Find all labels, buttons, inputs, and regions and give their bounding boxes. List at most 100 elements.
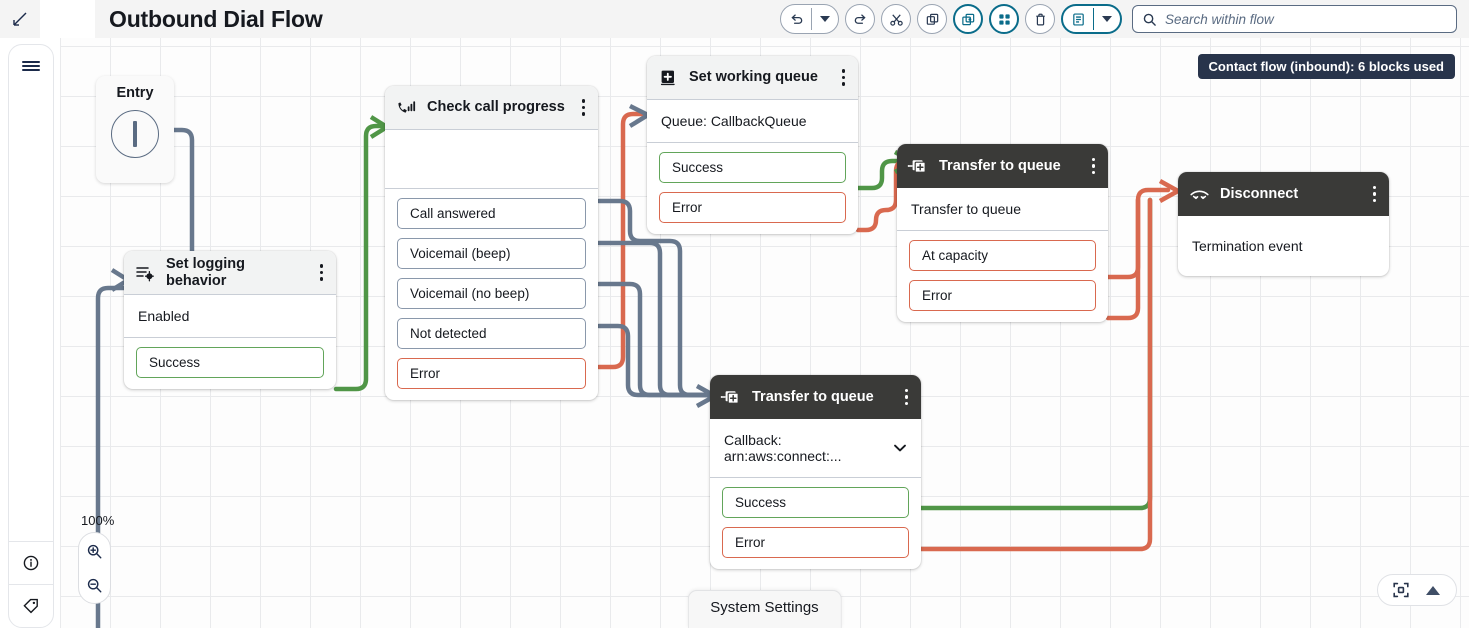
search-box[interactable] — [1132, 5, 1457, 33]
node-ports: Call answered Voicemail (beep) Voicemail… — [385, 188, 598, 400]
node-body-text: Enabled — [138, 308, 190, 324]
port-voicemail-beep[interactable]: Voicemail (beep) — [397, 238, 586, 269]
node-body: Callback: arn:aws:connect:... — [710, 419, 921, 477]
port-error[interactable]: Error — [397, 358, 586, 389]
transfer-to-queue-icon — [720, 388, 742, 406]
port-label: Voicemail (no beep) — [410, 286, 530, 301]
port-success[interactable]: Success — [722, 487, 909, 518]
cut-button[interactable] — [881, 4, 911, 34]
port-success[interactable]: Success — [136, 347, 324, 378]
copy-button[interactable] — [917, 4, 947, 34]
set-working-queue-icon — [657, 68, 679, 87]
trash-icon[interactable] — [1025, 4, 1055, 34]
app-header: Outbound Dial Flow — [0, 0, 1469, 38]
port-call-answered[interactable]: Call answered — [397, 198, 586, 229]
port-label: Success — [149, 355, 201, 370]
node-ports: Success Error — [647, 142, 858, 234]
port-error[interactable]: Error — [722, 527, 909, 558]
node-body: Transfer to queue — [897, 188, 1108, 230]
triangle-up-icon[interactable] — [1424, 584, 1442, 597]
edge-notdetected-to-transfer — [596, 323, 711, 398]
grid-apps-icon[interactable] — [989, 4, 1019, 34]
edge-transfertop-error-to-disconnect — [1105, 197, 1141, 321]
node-title: Check call progress — [427, 99, 565, 116]
node-title: Set logging behavior — [166, 255, 245, 289]
zoom-level-label: 100% — [81, 513, 115, 528]
edge-voicemailbeep-to-transfer — [596, 240, 711, 398]
fit-to-screen-icon[interactable] — [1392, 581, 1410, 599]
port-not-detected[interactable]: Not detected — [397, 318, 586, 349]
port-label: Call answered — [410, 206, 496, 221]
flow-canvas[interactable]: Contact flow (inbound): 6 blocks used En… — [60, 38, 1469, 628]
node-header[interactable]: Check call progress — [385, 86, 598, 130]
node-title: Transfer to queue — [939, 157, 1061, 174]
notes-group — [1061, 4, 1122, 34]
phone-hangup-icon — [1188, 186, 1210, 202]
node-body-text: Queue: CallbackQueue — [661, 113, 807, 129]
entry-node[interactable]: Entry — [96, 76, 174, 183]
node-set-working-queue[interactable]: Set working queue Queue: CallbackQueue S… — [647, 56, 858, 234]
node-header[interactable]: Disconnect — [1178, 172, 1389, 216]
node-disconnect[interactable]: Disconnect Termination event — [1178, 172, 1389, 276]
info-circle-icon — [22, 554, 40, 572]
pencil-icon[interactable] — [0, 0, 40, 38]
undo-group — [780, 4, 839, 34]
search-input[interactable] — [1165, 11, 1447, 27]
node-header[interactable]: Set logging behavior — [124, 251, 336, 295]
editor-toolbar — [780, 4, 1122, 34]
node-check-call-progress[interactable]: Check call progress Call answered Voicem… — [385, 86, 598, 400]
node-menu-button[interactable] — [902, 385, 912, 410]
edge-callanswered-to-transfer — [596, 198, 711, 398]
duplicate-add-icon[interactable] — [953, 4, 983, 34]
port-error[interactable]: Error — [909, 280, 1096, 311]
node-menu-button[interactable] — [1089, 154, 1099, 179]
port-label: Success — [735, 495, 787, 510]
port-label: Error — [672, 200, 702, 215]
toolbar-divider-2 — [1093, 8, 1094, 30]
node-header[interactable]: Transfer to queue — [710, 375, 921, 419]
node-transfer-to-queue-top[interactable]: Transfer to queue Transfer to queue At c… — [897, 144, 1108, 322]
hamburger-menu-icon[interactable] — [9, 45, 53, 87]
node-set-logging-behavior[interactable]: Set logging behavior Enabled Success — [124, 251, 336, 389]
canvas-corner-controls — [1377, 574, 1457, 606]
edge-checkcall-error-to-workingqueue — [596, 111, 645, 370]
node-title: Disconnect — [1220, 185, 1299, 202]
port-error[interactable]: Error — [659, 192, 846, 223]
edge-workingqueue-error-to-transfer — [855, 158, 909, 233]
node-body — [385, 130, 598, 188]
node-menu-button[interactable] — [1370, 182, 1380, 207]
node-header[interactable]: Transfer to queue — [897, 144, 1108, 188]
port-success[interactable]: Success — [659, 152, 846, 183]
node-menu-button[interactable] — [317, 260, 327, 285]
title-gap — [40, 0, 95, 38]
zoom-out-icon[interactable] — [83, 573, 107, 597]
node-menu-button[interactable] — [839, 65, 849, 90]
port-label: Voicemail (beep) — [410, 246, 511, 261]
entry-label: Entry — [116, 85, 154, 101]
port-label: Error — [735, 535, 765, 550]
entry-port-icon[interactable] — [111, 110, 159, 158]
edge-logging-to-checkcall — [333, 123, 388, 392]
notes-dropdown-button[interactable] — [1094, 5, 1120, 33]
node-transfer-to-queue-bottom[interactable]: Transfer to queue Callback: arn:aws:conn… — [710, 375, 921, 569]
node-header[interactable]: Set working queue — [647, 56, 858, 100]
sidebar-item-tags[interactable] — [9, 584, 53, 627]
node-menu-button[interactable] — [579, 95, 589, 120]
port-at-capacity[interactable]: At capacity — [909, 240, 1096, 271]
node-title: Set working queue — [689, 69, 818, 86]
notes-icon[interactable] — [1063, 5, 1093, 33]
node-body: Termination event — [1178, 216, 1389, 276]
redo-button[interactable] — [845, 4, 875, 34]
edge-workingqueue-success-to-transfer — [855, 158, 903, 191]
port-label: Error — [410, 366, 440, 381]
zoom-in-icon[interactable] — [83, 539, 107, 563]
system-settings-panel[interactable]: System Settings — [687, 590, 842, 628]
port-voicemail-no-beep[interactable]: Voicemail (no beep) — [397, 278, 586, 309]
sidebar-item-info[interactable] — [9, 541, 53, 584]
chevron-down-icon[interactable] — [893, 443, 907, 453]
undo-button[interactable] — [781, 5, 811, 33]
port-label: At capacity — [922, 248, 989, 263]
port-label: Not detected — [410, 326, 487, 341]
undo-dropdown-button[interactable] — [812, 5, 838, 33]
